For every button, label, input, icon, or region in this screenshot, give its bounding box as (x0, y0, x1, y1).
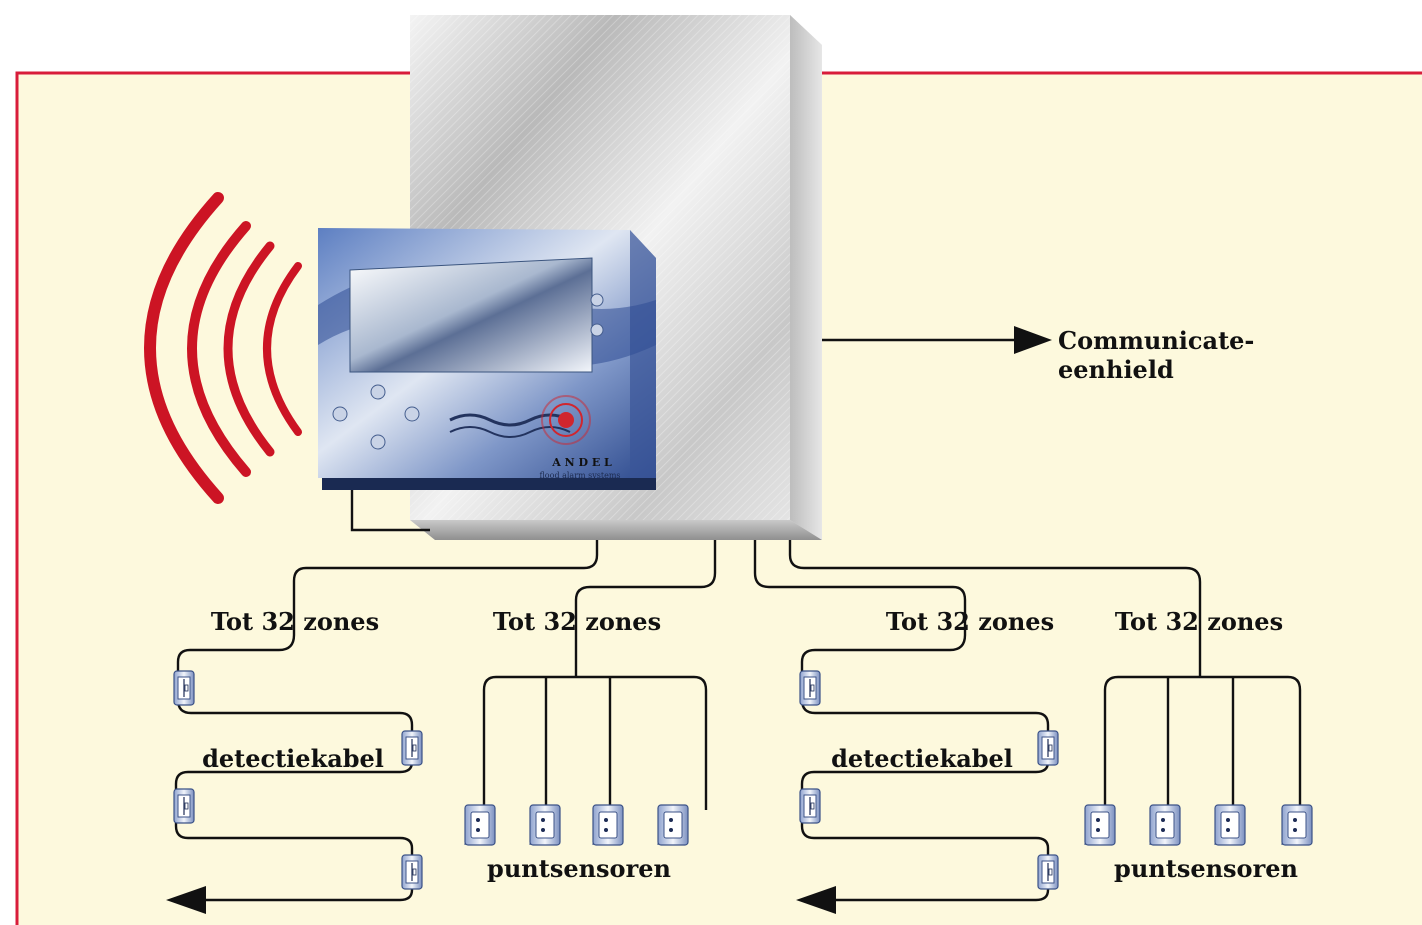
display-screen (349, 257, 593, 373)
cable-sensor-icon (401, 730, 423, 766)
cable-type-label-1: detectiekabel (202, 744, 384, 773)
cable-sensor-icon (1037, 730, 1059, 766)
point-sensor-icon (1149, 804, 1181, 846)
zones-label-4: Tot 32 zones (1115, 607, 1283, 636)
ok-button (404, 406, 420, 422)
cable-type-label-3: detectiekabel (831, 744, 1013, 773)
side-button (590, 293, 604, 307)
side-button (590, 323, 604, 337)
cable-sensor-icon (401, 854, 423, 890)
zones-label-2: Tot 32 zones (493, 607, 661, 636)
arrow-icon (1014, 326, 1052, 354)
sound-waves-icon (144, 192, 302, 504)
cable-sensor-icon (173, 788, 195, 824)
left-button (332, 406, 348, 422)
point-sensor-icon (1084, 804, 1116, 846)
brand-logo-icon (541, 395, 591, 445)
zones-label-3: Tot 32 zones (886, 607, 1054, 636)
cable-sensors (173, 670, 1059, 890)
cable-sensor-icon (799, 670, 821, 706)
arrow-icon (166, 886, 206, 914)
communication-label-line2: eenhield (1058, 355, 1174, 384)
panel-frame (15, 71, 1422, 925)
point-sensor-icon (1281, 804, 1313, 846)
cable-sensor-icon (1037, 854, 1059, 890)
brand-subtitle: flood alarm systems (539, 471, 620, 480)
point-sensor-icon (592, 804, 624, 846)
communication-link: Communicate- eenhield (822, 326, 1254, 384)
controller-unit: A N D E L flood alarm systems (318, 228, 656, 490)
up-button (370, 384, 386, 400)
point-sensor-icon (529, 804, 561, 846)
brand-name: A N D E L (551, 456, 612, 469)
down-button (370, 434, 386, 450)
cable-sensor-icon (173, 670, 195, 706)
cable-sensor-icon (799, 788, 821, 824)
sensor-type-label-4: puntsensoren (1114, 854, 1298, 883)
point-sensor-icon (657, 804, 689, 846)
wiring (166, 540, 1302, 914)
point-sensor-icon (464, 804, 496, 846)
arrow-icon (796, 886, 836, 914)
point-sensors (464, 804, 1313, 846)
zones-label-1: Tot 32 zones (211, 607, 379, 636)
point-sensor-icon (1214, 804, 1246, 846)
communication-label-line1: Communicate- (1058, 326, 1254, 355)
sensor-type-label-2: puntsensoren (487, 854, 671, 883)
